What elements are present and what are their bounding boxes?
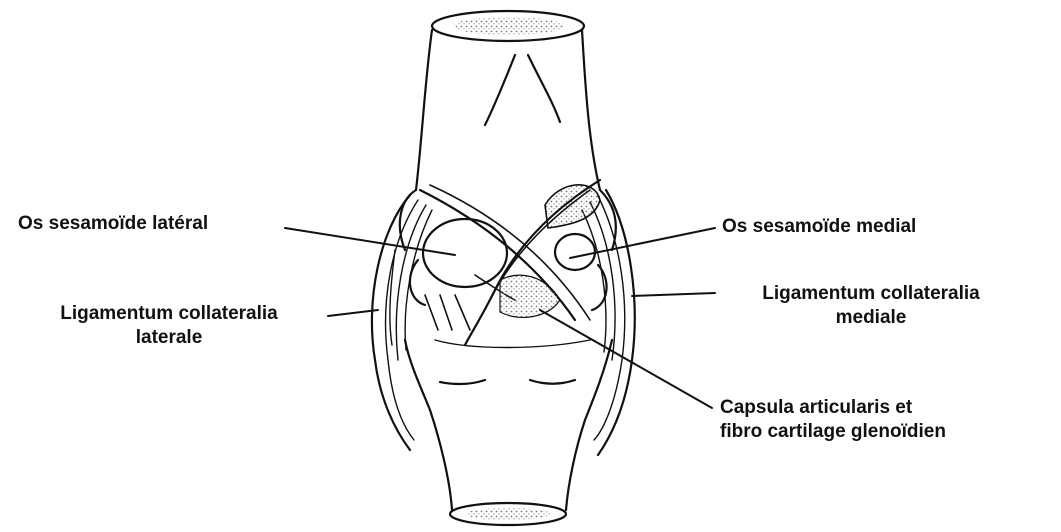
label-capsula-line1: Capsula articularis et [720, 396, 946, 420]
medial-collateral-ligament [582, 190, 635, 455]
label-sesamoid-medial: Os sesamoïde medial [722, 215, 916, 239]
medial-sesamoid-bone [555, 234, 595, 270]
lateral-collateral-ligament [372, 195, 432, 450]
lateral-sesamoid-bone [423, 219, 507, 287]
upper-bone [416, 11, 600, 190]
label-lateral-collateral-line1: Ligamentum collateralia [14, 302, 324, 326]
label-sesamoid-lateral: Os sesamoïde latéral [18, 212, 208, 236]
label-lateral-collateral-ligament: Ligamentum collateralia laterale [14, 302, 324, 350]
label-medial-collateral-line1: Ligamentum collateralia [726, 282, 1016, 306]
label-medial-collateral-ligament: Ligamentum collateralia mediale [726, 282, 1016, 330]
label-capsula-line2: fibro cartilage glenoïdien [720, 420, 946, 444]
label-lateral-collateral-line2: laterale [14, 326, 324, 350]
label-medial-collateral-line2: mediale [726, 306, 1016, 330]
lower-bone [405, 340, 612, 525]
capsule-region [500, 275, 560, 317]
label-capsula: Capsula articularis et fibro cartilage g… [720, 396, 946, 444]
